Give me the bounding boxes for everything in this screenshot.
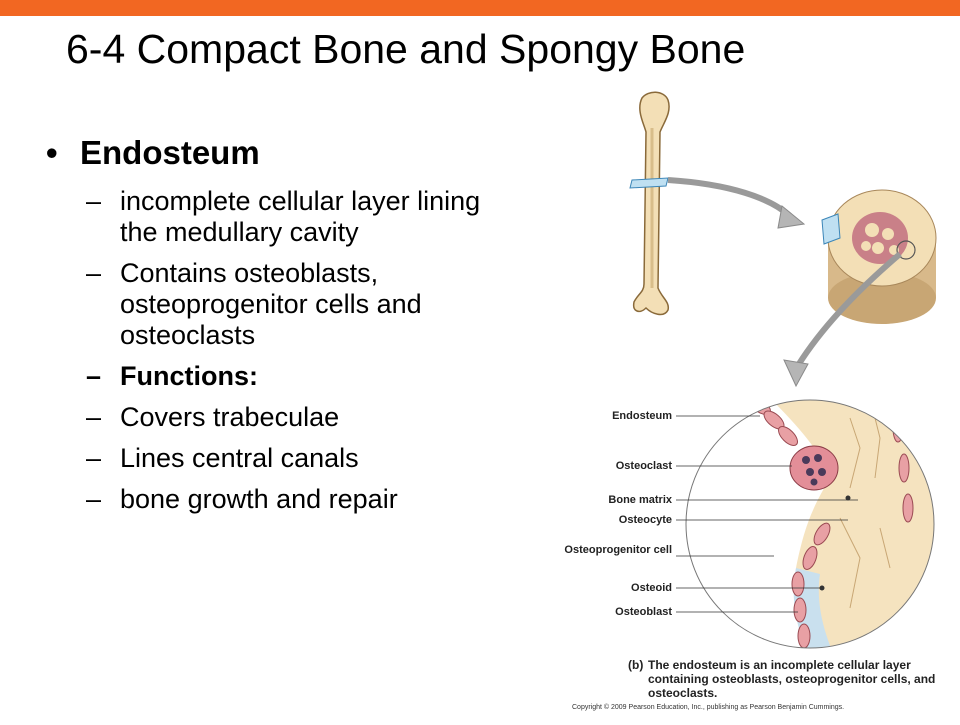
bullet-list: • Endosteum –incomplete cellular layer l…	[46, 134, 506, 525]
endosteum-figure: Endosteum Osteoclast Bone matrix Osteocy…	[560, 88, 960, 720]
arrow-to-detail	[791, 251, 902, 374]
subitem-text: Functions:	[120, 361, 258, 391]
arrow-to-section	[667, 177, 793, 219]
bullet-marker: •	[46, 134, 58, 171]
caption-prefix: (b)	[628, 658, 644, 672]
caption-text: The endosteum is an incomplete cellular …	[648, 658, 936, 700]
subitem-text: Lines central canals	[120, 443, 359, 473]
arrow-head	[783, 359, 809, 388]
subitem-text: bone growth and repair	[120, 484, 398, 514]
dash-marker: –	[86, 402, 102, 432]
magnification-circle	[685, 399, 935, 649]
label-leaders	[676, 415, 858, 613]
subitem-text: incomplete cellular layer lining the med…	[120, 186, 481, 247]
dash-marker: –	[86, 443, 102, 473]
dash-marker: –	[86, 484, 102, 514]
copyright-notice: Copyright © 2009 Pearson Education, Inc.…	[572, 704, 845, 711]
label-osteoid: Osteoid	[631, 582, 672, 594]
subitem-text: Covers trabeculae	[120, 402, 340, 432]
label-endosteum: Endosteum	[612, 410, 672, 422]
magnified-endosteum	[686, 400, 934, 648]
dash-marker: –	[86, 186, 102, 216]
dash-marker: –	[86, 361, 102, 391]
subitem-functions: –Functions:	[46, 361, 490, 392]
subitem-growth: –bone growth and repair	[46, 484, 490, 515]
subitem-contains: –Contains osteoblasts, osteoprogenitor c…	[46, 258, 490, 351]
top-accent-bar	[0, 0, 960, 16]
long-bone-drawing	[629, 91, 670, 316]
bullet-heading: Endosteum	[80, 134, 260, 171]
subitem-description: –incomplete cellular layer lining the me…	[46, 186, 490, 248]
arrow-head	[777, 205, 806, 229]
label-osteoclast: Osteoclast	[615, 460, 672, 472]
bone-illustration	[629, 91, 937, 649]
label-osteocyte: Osteocyte	[618, 514, 672, 526]
figure-caption: (b) The endosteum is an incomplete cellu…	[628, 658, 938, 700]
dash-marker: –	[86, 258, 102, 288]
subitem-text: Contains osteoblasts, osteoprogenitor ce…	[120, 258, 422, 350]
label-bone-matrix: Bone matrix	[608, 494, 672, 506]
bone-cross-section	[821, 189, 937, 324]
label-osteoblast: Osteoblast	[615, 606, 672, 618]
bullet-endosteum: • Endosteum	[46, 134, 506, 172]
label-osteoprogenitor: Osteoprogenitor cell	[564, 544, 672, 556]
subitem-trabeculae: –Covers trabeculae	[46, 402, 490, 433]
osteoclast-cell	[789, 445, 839, 491]
subitem-canals: –Lines central canals	[46, 443, 490, 474]
slide-title: 6-4 Compact Bone and Spongy Bone	[66, 26, 746, 72]
